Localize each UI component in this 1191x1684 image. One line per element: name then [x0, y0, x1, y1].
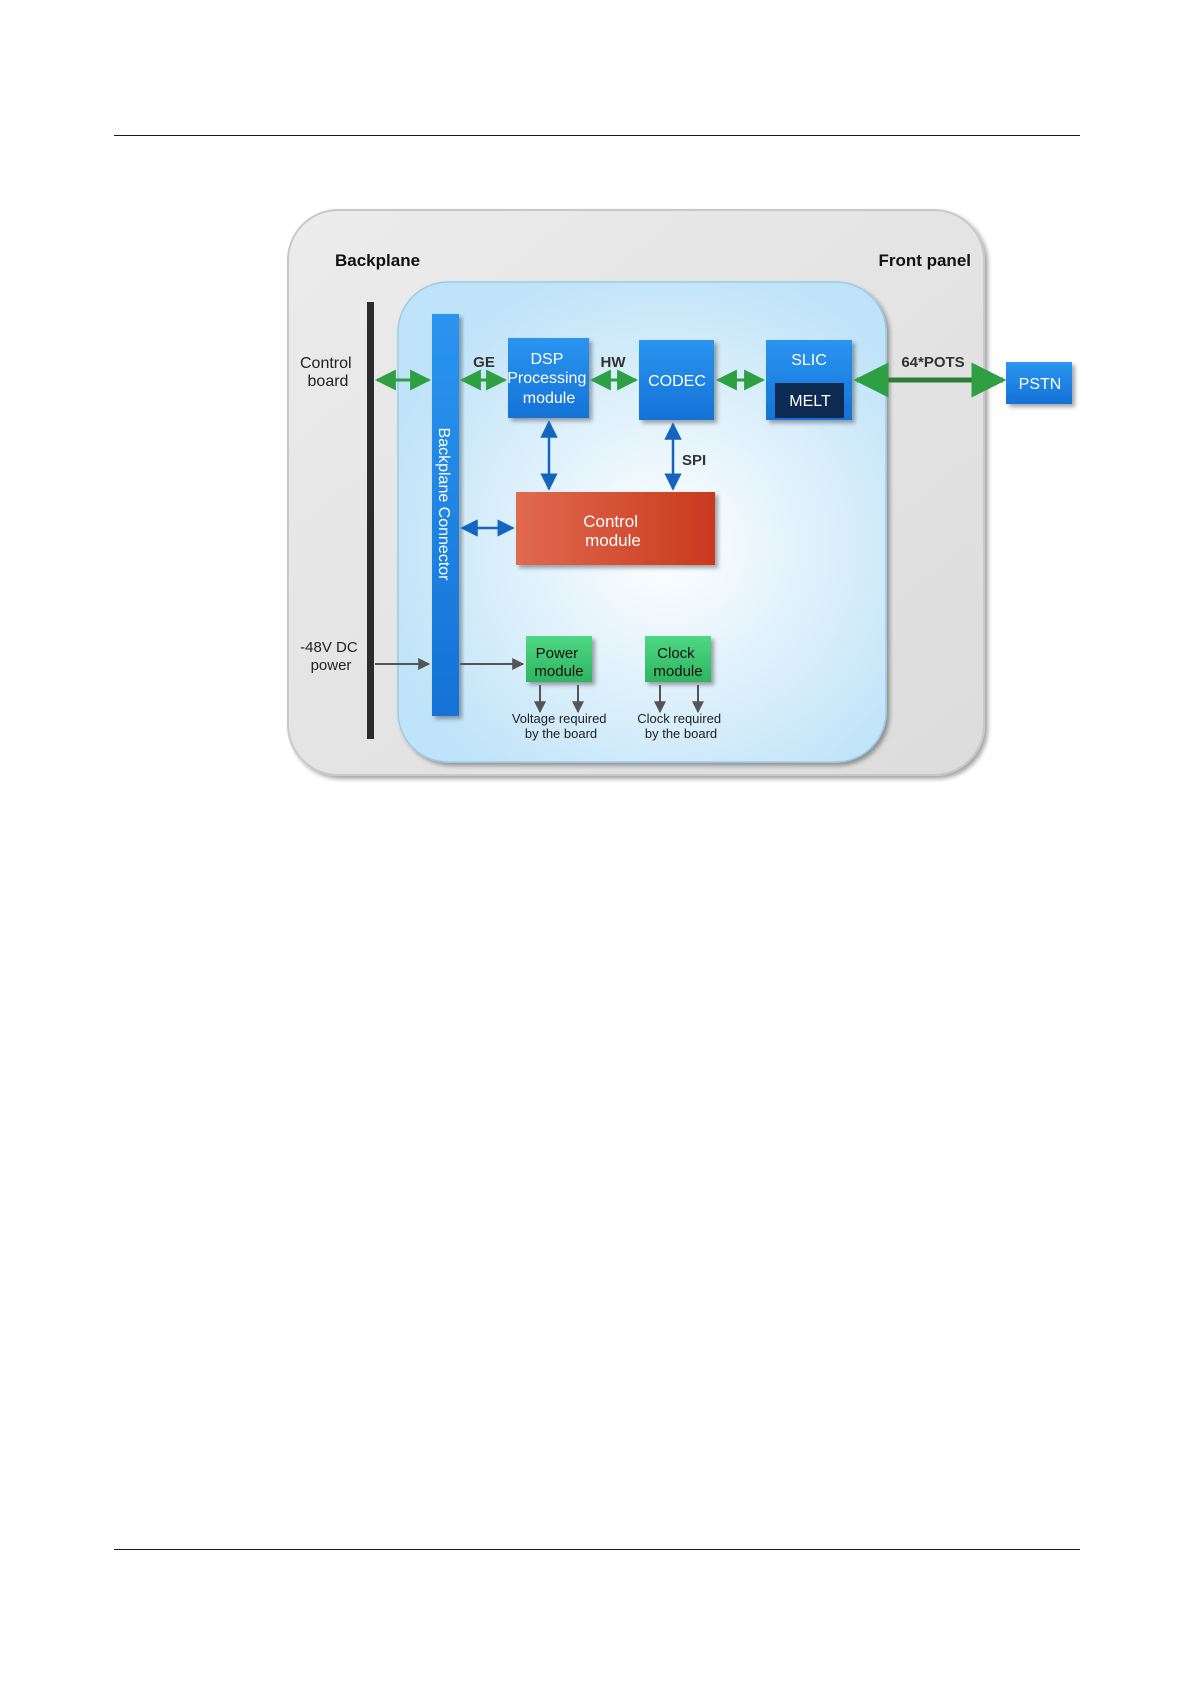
backplane-title: Backplane [335, 251, 420, 270]
clock-required-label: Clock required by the board [637, 711, 724, 741]
backplane-connector-label: Backplane Connector [435, 428, 452, 582]
power-module-label: Power module [534, 645, 583, 680]
backplane-bar [367, 302, 374, 739]
codec-label: CODEC [648, 373, 706, 390]
clock-module-label: Clock module [653, 645, 702, 680]
voltage-required-label: Voltage required by the board [512, 711, 610, 741]
hw-label: HW [601, 354, 627, 371]
slic-label: SLIC [791, 352, 827, 369]
control-module-label: Control module [583, 512, 643, 550]
spi-label: SPI [682, 452, 706, 469]
pstn-label: PSTN [1019, 376, 1062, 393]
control-board-label: Control board [300, 355, 356, 390]
pots-label: 64*POTS [901, 354, 964, 371]
ge-label: GE [473, 354, 495, 371]
melt-label: MELT [789, 393, 831, 410]
front-panel-title: Front panel [878, 251, 971, 270]
